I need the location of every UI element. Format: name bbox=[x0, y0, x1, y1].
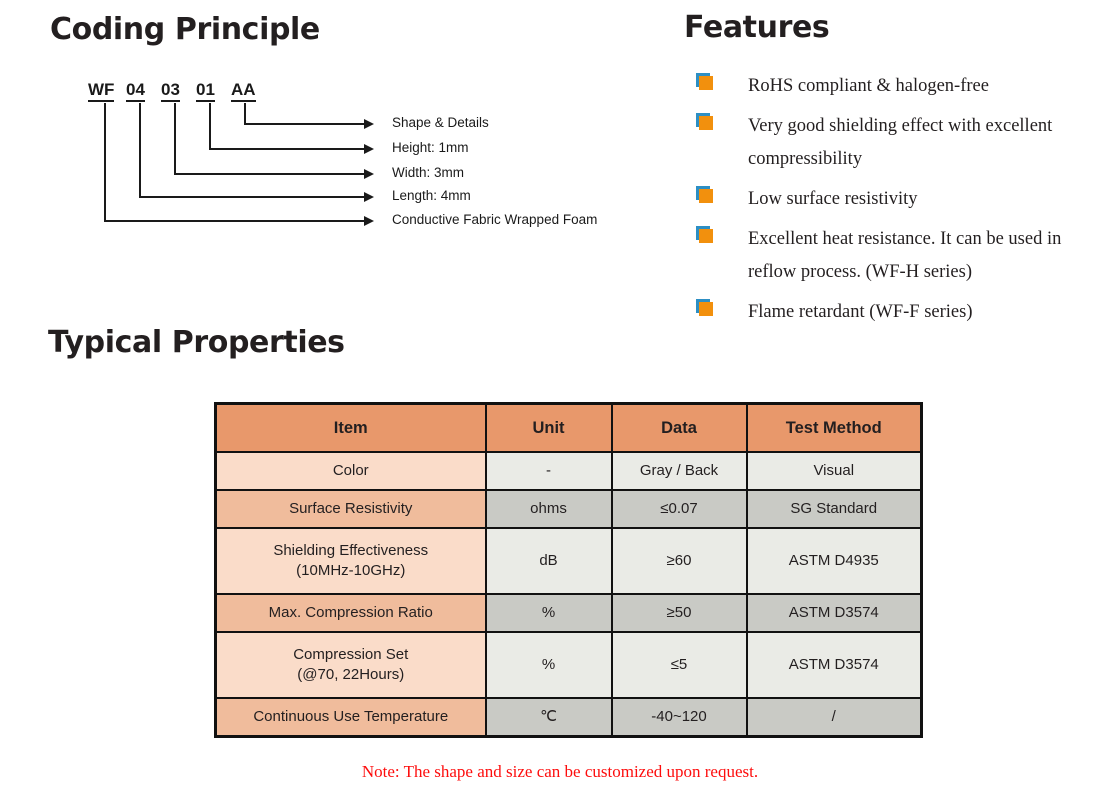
square-bullet-icon bbox=[696, 70, 748, 92]
page-title-features: Features bbox=[684, 10, 830, 45]
cell-test-method: Visual bbox=[745, 451, 923, 491]
features-list: RoHS compliant & halogen-free Very good … bbox=[696, 70, 1106, 336]
cell-unit: dB bbox=[484, 527, 613, 595]
leader-hline-height bbox=[209, 148, 366, 150]
cell-data: Gray / Back bbox=[610, 451, 748, 491]
table-row: Color - Gray / Back Visual bbox=[214, 451, 923, 491]
feature-text: Very good shielding effect with excellen… bbox=[748, 116, 1053, 169]
square-bullet-fill-icon bbox=[699, 189, 713, 203]
leader-vline-length bbox=[139, 103, 141, 198]
table-row: Compression Set (@70, 22Hours) % ≤5 ASTM… bbox=[214, 631, 923, 699]
cell-item: Color bbox=[214, 451, 487, 491]
feature-item: Very good shielding effect with excellen… bbox=[696, 110, 1106, 176]
leader-hline-material bbox=[104, 220, 366, 222]
column-header-data: Data bbox=[610, 402, 748, 453]
coding-principle-diagram: WF 04 03 01 AA Shape & Details Height: 1… bbox=[0, 70, 660, 240]
leader-vline-width bbox=[174, 103, 176, 175]
cell-item: Surface Resistivity bbox=[214, 489, 487, 529]
arrowhead-material bbox=[364, 216, 374, 226]
table-note: Note: The shape and size can be customiz… bbox=[361, 762, 759, 781]
cell-data: ≥50 bbox=[610, 593, 748, 633]
cell-test-method: SG Standard bbox=[745, 489, 923, 529]
code-token-height: 01 bbox=[196, 80, 215, 102]
leader-vline-material bbox=[104, 103, 106, 222]
column-header-test-method: Test Method bbox=[745, 402, 923, 453]
arrowhead-width bbox=[364, 169, 374, 179]
cell-item: Max. Compression Ratio bbox=[214, 593, 487, 633]
square-bullet-icon bbox=[696, 223, 748, 245]
code-token-prefix: WF bbox=[88, 80, 115, 102]
square-bullet-fill-icon bbox=[699, 302, 713, 316]
leader-hline-shape bbox=[244, 123, 366, 125]
code-token-length: 04 bbox=[126, 80, 145, 102]
feature-text: Flame retardant (WF-F series) bbox=[748, 302, 973, 322]
leader-hline-width bbox=[174, 173, 366, 175]
feature-item: Excellent heat resistance. It can be use… bbox=[696, 223, 1106, 289]
cell-unit: - bbox=[484, 451, 613, 491]
cell-data: ≤0.07 bbox=[610, 489, 748, 529]
cell-test-method: ASTM D3574 bbox=[745, 593, 923, 633]
leader-vline-height bbox=[209, 103, 211, 150]
column-header-unit: Unit bbox=[484, 402, 613, 453]
cell-unit: ℃ bbox=[484, 697, 613, 737]
page-title-coding-principle: Coding Principle bbox=[50, 12, 320, 47]
cell-unit: % bbox=[484, 593, 613, 633]
square-bullet-fill-icon bbox=[699, 116, 713, 130]
arrowhead-length bbox=[364, 192, 374, 202]
code-label-height: Height: 1mm bbox=[392, 140, 469, 155]
cell-item: Continuous Use Temperature bbox=[214, 697, 487, 737]
table-row: Continuous Use Temperature ℃ -40~120 / bbox=[214, 697, 923, 737]
code-token-shape: AA bbox=[231, 80, 256, 102]
typical-properties-table: Item Unit Data Test Method Color - Gray … bbox=[214, 402, 923, 738]
code-label-length: Length: 4mm bbox=[392, 188, 471, 203]
feature-text: Low surface resistivity bbox=[748, 189, 918, 209]
square-bullet-icon bbox=[696, 110, 748, 132]
table-row: Surface Resistivity ohms ≤0.07 SG Standa… bbox=[214, 489, 923, 529]
code-label-width: Width: 3mm bbox=[392, 165, 465, 180]
code-label-material: Conductive Fabric Wrapped Foam bbox=[392, 212, 598, 227]
cell-test-method: ASTM D3574 bbox=[745, 631, 923, 699]
square-bullet-fill-icon bbox=[699, 229, 713, 243]
arrowhead-height bbox=[364, 144, 374, 154]
cell-test-method: / bbox=[745, 697, 923, 737]
table-row: Max. Compression Ratio % ≥50 ASTM D3574 bbox=[214, 593, 923, 633]
arrowhead-shape bbox=[364, 119, 374, 129]
feature-item: Flame retardant (WF-F series) bbox=[696, 296, 1106, 329]
feature-item: Low surface resistivity bbox=[696, 183, 1106, 216]
leader-vline-shape bbox=[244, 103, 246, 125]
cell-data: ≤5 bbox=[610, 631, 748, 699]
square-bullet-icon bbox=[696, 183, 748, 205]
cell-data: -40~120 bbox=[610, 697, 748, 737]
column-header-item: Item bbox=[214, 402, 487, 453]
table-row: Shielding Effectiveness (10MHz-10GHz) dB… bbox=[214, 527, 923, 595]
feature-text: RoHS compliant & halogen-free bbox=[748, 76, 989, 96]
cell-data: ≥60 bbox=[610, 527, 748, 595]
table-header-row: Item Unit Data Test Method bbox=[214, 402, 923, 453]
cell-item: Compression Set (@70, 22Hours) bbox=[214, 631, 487, 699]
cell-test-method: ASTM D4935 bbox=[745, 527, 923, 595]
leader-hline-length bbox=[139, 196, 366, 198]
code-token-width: 03 bbox=[161, 80, 180, 102]
page-title-typical-properties: Typical Properties bbox=[48, 325, 345, 360]
square-bullet-icon bbox=[696, 296, 748, 318]
cell-unit: ohms bbox=[484, 489, 613, 529]
square-bullet-fill-icon bbox=[699, 76, 713, 90]
feature-text: Excellent heat resistance. It can be use… bbox=[748, 229, 1062, 282]
code-label-shape: Shape & Details bbox=[392, 115, 489, 130]
cell-unit: % bbox=[484, 631, 613, 699]
feature-item: RoHS compliant & halogen-free bbox=[696, 70, 1106, 103]
cell-item: Shielding Effectiveness (10MHz-10GHz) bbox=[214, 527, 487, 595]
